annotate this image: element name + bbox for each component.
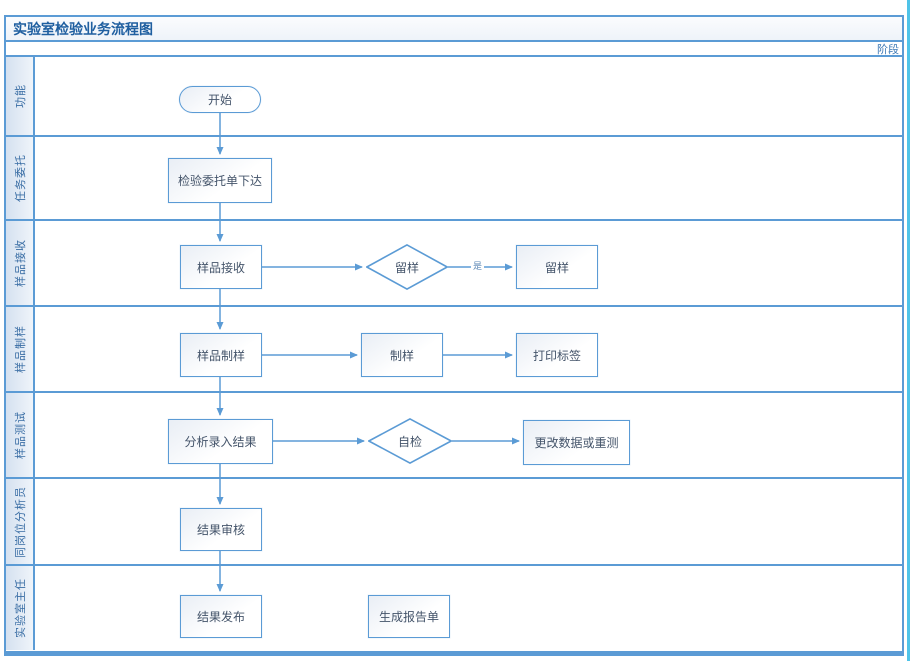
node-result-review[interactable]: 结果审核	[180, 508, 262, 551]
lane-body	[35, 479, 902, 564]
lane-lab-director: 实验室主任	[6, 566, 902, 650]
node-label: 分析录入结果	[184, 435, 257, 449]
node-label: 制样	[389, 348, 414, 363]
node-label: 检验委托单下达	[177, 174, 262, 188]
lane-function: 功能	[6, 57, 902, 137]
node-start[interactable]: 开始	[179, 86, 261, 113]
stage-label: 阶段	[877, 43, 899, 56]
node-label: 开始	[207, 93, 232, 107]
lane-sample-prep: 样品制样	[6, 307, 902, 393]
node-print-label[interactable]: 打印标签	[516, 333, 598, 377]
node-label: 结果审核	[196, 523, 245, 537]
node-label: 留样	[544, 260, 569, 275]
node-label: 样品接收	[196, 260, 245, 275]
swimlane-container: 功能 任务委托 样品接收 样品制样 样品测试 同岗位分析员	[6, 57, 902, 650]
diagram-frame: 实验室检验业务流程图 阶段 功能 任务委托 样品接收 样品制样 样品测	[4, 15, 904, 656]
lane-label-function: 功能	[6, 57, 35, 135]
diamond-shape	[368, 418, 452, 464]
node-order-issued[interactable]: 检验委托单下达	[168, 158, 272, 203]
node-make-sample[interactable]: 制样	[361, 333, 443, 377]
lane-body	[35, 307, 902, 391]
lane-label-sample-receive: 样品接收	[6, 221, 35, 305]
node-retain-decision[interactable]: 留样	[366, 244, 448, 290]
node-label: 打印标签	[532, 348, 581, 363]
lane-label-lab-director: 实验室主任	[6, 566, 35, 650]
diamond-shape	[366, 244, 448, 290]
node-sample-receive[interactable]: 样品接收	[180, 245, 262, 289]
canvas-edge-line	[907, 0, 910, 661]
lane-label-peer-analyst: 同岗位分析员	[6, 479, 35, 564]
node-label: 更改数据或重测	[534, 436, 619, 450]
node-label: 样品制样	[196, 348, 245, 363]
lane-body	[35, 221, 902, 305]
edge-label-yes: 是	[471, 261, 485, 272]
node-label: 自检	[397, 434, 422, 449]
lane-label-sample-prep: 样品制样	[6, 307, 35, 391]
lane-peer-analyst: 同岗位分析员	[6, 479, 902, 566]
lane-body	[35, 566, 902, 650]
diagram-title-bar: 实验室检验业务流程图	[6, 17, 902, 42]
page-title: 实验室检验业务流程图	[13, 20, 153, 37]
lane-label-sample-test: 样品测试	[6, 393, 35, 477]
node-label: 留样	[394, 260, 419, 275]
node-self-check-decision[interactable]: 自检	[368, 418, 452, 464]
lane-label-task-delegation: 任务委托	[6, 137, 35, 219]
node-label: 结果发布	[196, 610, 245, 624]
node-retain-sample[interactable]: 留样	[516, 245, 598, 289]
node-generate-report[interactable]: 生成报告单	[368, 595, 450, 638]
node-label: 生成报告单	[378, 610, 439, 624]
stage-header-row: 阶段	[6, 42, 902, 57]
node-change-data-retest[interactable]: 更改数据或重测	[523, 420, 630, 465]
node-sample-prep[interactable]: 样品制样	[180, 333, 262, 377]
node-result-publish[interactable]: 结果发布	[180, 595, 262, 638]
lane-sample-receive: 样品接收	[6, 221, 902, 307]
node-analysis-entry[interactable]: 分析录入结果	[168, 419, 273, 464]
